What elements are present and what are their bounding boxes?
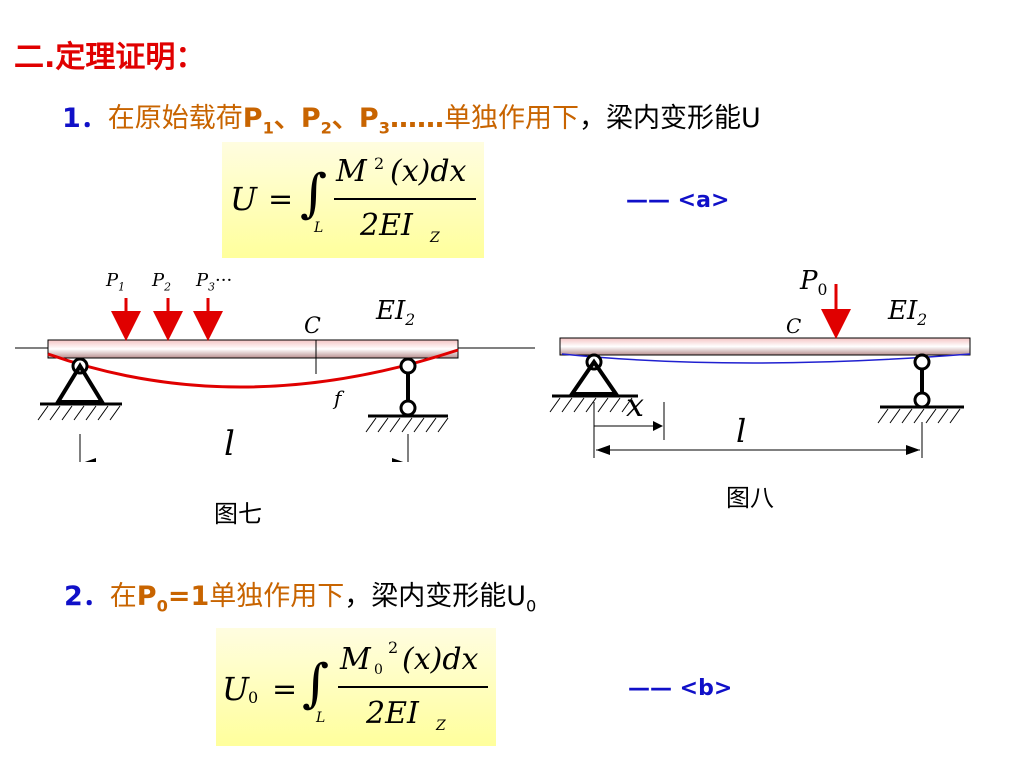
fig7-roller-top bbox=[399, 357, 417, 375]
formula-b-num-sub: 0 bbox=[374, 662, 383, 678]
formula-a-lhs: U bbox=[230, 180, 257, 218]
formula-b-fraction-bar bbox=[338, 686, 488, 688]
fig7-label-c: C bbox=[304, 314, 321, 339]
figure-8-diagram bbox=[549, 284, 971, 458]
fig8-label-l: l bbox=[736, 412, 747, 450]
fig8-label-c: C bbox=[786, 314, 802, 338]
item2-lead: 在 bbox=[109, 581, 137, 612]
fig7-hatch-right bbox=[365, 417, 449, 433]
formula-b-sup: 2 bbox=[388, 638, 399, 657]
formula-b-arg: (x)dx bbox=[402, 642, 479, 677]
fig7-beam bbox=[47, 339, 459, 359]
fig8-pin-support bbox=[568, 358, 620, 396]
formula-a-fraction-bar bbox=[334, 198, 476, 200]
item1-action: 单独作用下 bbox=[443, 103, 579, 134]
item2-rest: ，梁内变形能U bbox=[344, 581, 527, 612]
item2-action: 单独作用下 bbox=[209, 581, 345, 612]
formula-b-den-sub: Z bbox=[436, 718, 446, 734]
fig7-label-ei: EI2 bbox=[376, 296, 416, 330]
fig8-dim-arrow-left bbox=[596, 445, 610, 455]
item2-sub: 0 bbox=[156, 596, 168, 616]
formula-a-tag: —— <a> bbox=[626, 188, 730, 213]
fig8-label-ei: EI2 bbox=[888, 296, 928, 330]
formula-b-box: U 0 = ∫ L M 0 2 (x)dx 2EI Z bbox=[216, 628, 496, 746]
fig8-label-x: x bbox=[626, 386, 645, 424]
item1-s3: 3 bbox=[378, 118, 390, 138]
fig8-deflection-curve bbox=[561, 353, 971, 364]
item1-p: P bbox=[242, 103, 263, 134]
page-title: 二.定理证明： bbox=[14, 40, 206, 75]
fig7-label-p1: P1 bbox=[106, 270, 125, 294]
item1-s2: 2 bbox=[320, 118, 332, 138]
fig7-roller-bottom bbox=[399, 399, 417, 417]
item1-line: 1．在原始载荷P1、P2、P3……单独作用下，梁内变形能U bbox=[62, 96, 761, 137]
item2-rest-sub: 0 bbox=[526, 596, 537, 616]
fig7-dim-arrow-right bbox=[392, 458, 404, 462]
item1-lead: 在原始载荷 bbox=[107, 103, 243, 134]
fig8-caption: 图八 bbox=[726, 484, 774, 512]
fig7-label-p3: P3··· bbox=[196, 270, 233, 294]
formula-a-box: U = ∫ L M 2 (x)dx 2EI Z bbox=[222, 142, 484, 258]
fig7-caption: 图七 bbox=[214, 500, 262, 528]
item2-eq: =1 bbox=[167, 581, 210, 612]
fig8-hatch-right bbox=[877, 408, 961, 424]
item2-p: P bbox=[136, 581, 157, 612]
formula-a-arg: (x)dx bbox=[390, 154, 467, 189]
formula-a-numerator: M bbox=[336, 154, 367, 189]
item1-sep2: 、P bbox=[331, 103, 379, 134]
formula-b-numerator: M bbox=[340, 642, 371, 677]
fig8-hatch-left bbox=[549, 397, 633, 413]
fig7-dim-arrow-left bbox=[84, 458, 96, 462]
fig7-label-f: f bbox=[334, 386, 342, 410]
formula-b-tag: —— <b> bbox=[628, 676, 733, 701]
fig7-label-p2: P2 bbox=[152, 270, 171, 294]
formula-a-sup: 2 bbox=[374, 154, 385, 173]
formula-b-eq: = bbox=[272, 672, 298, 707]
formula-b-integral: ∫ bbox=[302, 654, 330, 714]
formula-a-denominator: 2EI bbox=[360, 208, 413, 243]
item1-number: 1． bbox=[62, 103, 108, 134]
fig7-label-l: l bbox=[224, 424, 235, 464]
fig7-hatch-left bbox=[37, 405, 121, 421]
item1-sep1: 、P bbox=[273, 103, 321, 134]
formula-a-integral: ∫ bbox=[300, 164, 328, 224]
fig8-dim-arrow-right bbox=[906, 445, 920, 455]
formula-b-lhs: U bbox=[222, 670, 249, 708]
figure-7-diagram bbox=[15, 298, 535, 462]
formula-b-lhs-sub: 0 bbox=[248, 688, 259, 707]
fig8-label-p0: P0 bbox=[800, 266, 828, 300]
formula-b-denominator: 2EI bbox=[366, 696, 419, 731]
item1-ellipsis: …… bbox=[389, 103, 444, 134]
formula-a-limit: L bbox=[314, 220, 324, 236]
item1-rest: ，梁内变形能U bbox=[578, 103, 761, 134]
item1-s1: 1 bbox=[262, 118, 274, 138]
formula-b-limit: L bbox=[316, 710, 326, 726]
fig8-beam bbox=[559, 337, 971, 356]
item2-line: 2．在P0=1单独作用下，梁内变形能U0 bbox=[64, 574, 536, 615]
fig7-pin-support bbox=[54, 362, 106, 404]
fig8-roller-bottom bbox=[913, 391, 931, 409]
formula-a-eq: = bbox=[268, 182, 294, 217]
item2-number: 2． bbox=[64, 581, 110, 612]
formula-a-den-sub: Z bbox=[430, 230, 440, 246]
fig8-roller-top bbox=[913, 353, 931, 371]
